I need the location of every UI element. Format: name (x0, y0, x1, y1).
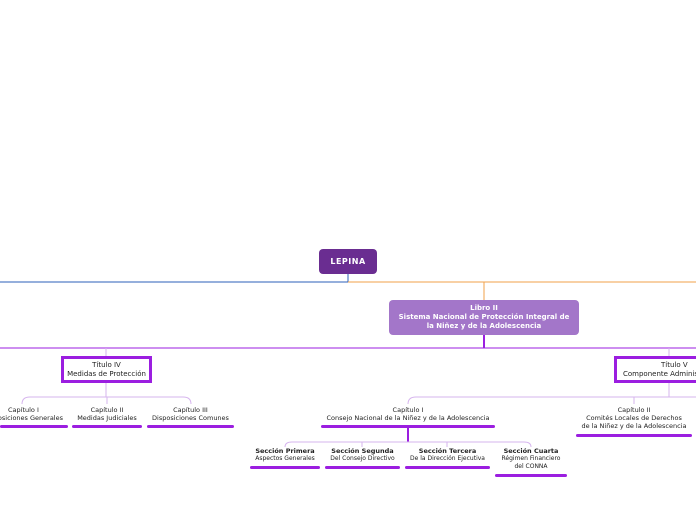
section-4-title: Sección Cuarta (503, 447, 559, 455)
connector-t5-chapters (407, 383, 696, 405)
section-3-title: Sección Tercera (418, 447, 477, 455)
titulo-v-node[interactable]: Título V Componente Adminis (614, 356, 696, 383)
t5-chapter-2-line-3: de la Niñez y de la Adolescencia (581, 422, 687, 430)
t5-chapter-2-line-1: Capítulo II (617, 406, 651, 414)
connector-sections (284, 441, 532, 448)
book-line-3: la Niñez y de la Adolescencia (426, 322, 542, 330)
t5-chapter-1-line-1: Capítulo I (392, 406, 424, 414)
t5-chapter-2-node[interactable]: Capítulo II Comités Locales de Derechos … (576, 406, 692, 437)
section-2-sub: Del Consejo Directivo (330, 455, 395, 462)
t4-chapter-3-line-1: Capítulo III (173, 406, 208, 414)
titulo-iv-line-2: Medidas de Protección (67, 369, 146, 378)
section-1-sub: Aspectos Generales (255, 455, 315, 462)
section-3-node[interactable]: Sección Tercera De la Dirección Ejecutiv… (405, 447, 490, 469)
titulo-v-line-2: Componente Adminis (623, 369, 696, 378)
section-1-underline (250, 466, 320, 469)
t4-chapter-1-line-1: Capítulo I (8, 406, 39, 414)
section-4-underline (495, 474, 567, 477)
t4-chapter-2-node[interactable]: Capítulo II Medidas Judiciales (72, 406, 142, 428)
book-line-1: Libro II (470, 304, 498, 312)
section-4-node[interactable]: Sección Cuarta Régimen Financiero del CO… (495, 447, 567, 477)
titulo-iv-node[interactable]: Título IV Medidas de Protección (61, 356, 152, 383)
section-3-underline (405, 466, 490, 469)
t4-chapter-2-underline (72, 425, 142, 428)
root-label: LEPINA (330, 257, 366, 266)
section-4-sub-2: del CONNA (514, 463, 548, 470)
t4-chapter-3-node[interactable]: Capítulo III Disposiciones Comunes (147, 406, 234, 428)
t4-chapter-2-line-2: Medidas Judiciales (77, 414, 137, 422)
t5-chapter-1-node[interactable]: Capítulo I Consejo Nacional de la Niñez … (321, 406, 495, 428)
t5-chapter-2-line-2: Comités Locales de Derechos (586, 414, 682, 422)
t4-chapter-1-line-2: Disposiciones Generales (0, 414, 63, 422)
section-2-title: Sección Segunda (331, 447, 394, 455)
t4-chapter-2-line-1: Capítulo II (90, 406, 124, 414)
t5-chapter-1-line-2: Consejo Nacional de la Niñez y de la Ado… (326, 414, 490, 422)
t4-chapter-3-underline (147, 425, 234, 428)
section-3-sub: De la Dirección Ejecutiva (410, 455, 485, 462)
section-1-title: Sección Primera (255, 447, 315, 455)
book-line-2: Sistema Nacional de Protección Integral … (398, 313, 570, 321)
section-2-underline (325, 466, 400, 469)
titulo-v-line-1: Título V (661, 360, 688, 369)
t5-chapter-2-underline (576, 434, 692, 437)
connector-root-left (0, 274, 349, 283)
titulo-iv-line-1: Título IV (92, 360, 121, 369)
t4-chapter-3-line-2: Disposiciones Comunes (152, 414, 229, 422)
root-node-lepina[interactable]: LEPINA (319, 249, 377, 274)
section-4-sub: Régimen Financiero (501, 455, 561, 462)
section-2-node[interactable]: Sección Segunda Del Consejo Directivo (325, 447, 400, 469)
t4-chapter-1-underline (0, 425, 68, 428)
t5-chapter-1-underline (321, 425, 495, 428)
t4-chapter-1-node[interactable]: Capítulo I Disposiciones Generales (0, 406, 68, 428)
connector-t4-chapters (21, 383, 192, 405)
book-node[interactable]: Libro II Sistema Nacional de Protección … (389, 300, 579, 335)
section-1-node[interactable]: Sección Primera Aspectos Generales (250, 447, 320, 469)
